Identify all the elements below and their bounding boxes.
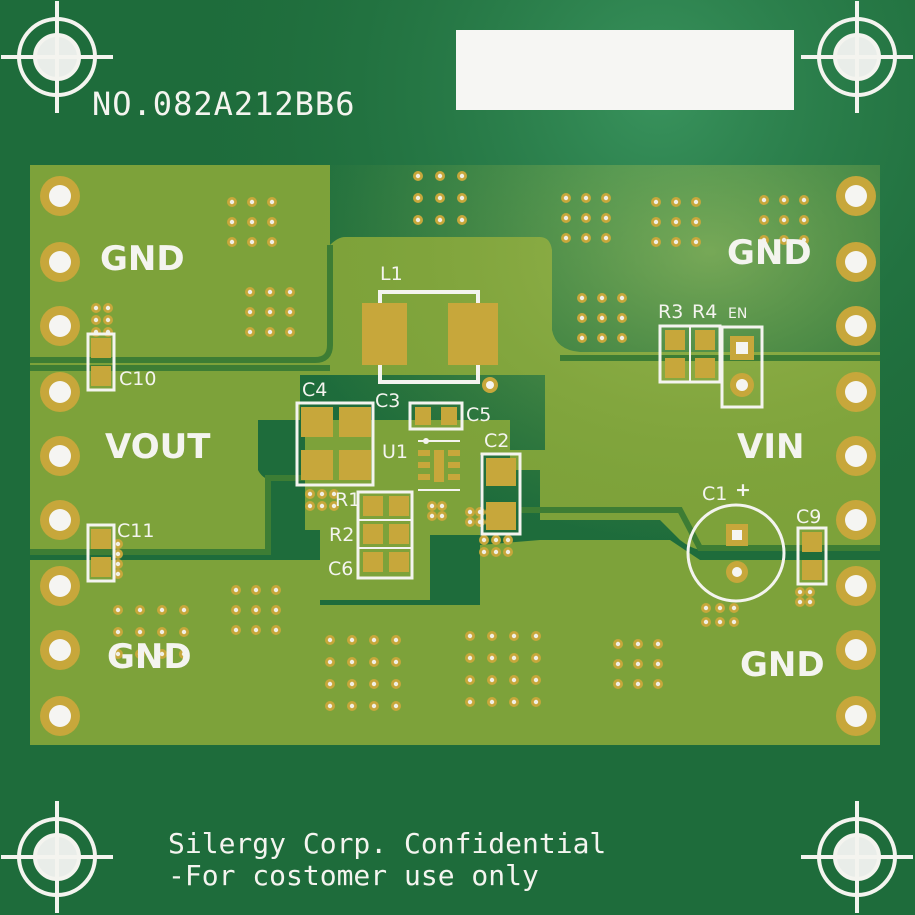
- ref-en: EN: [728, 306, 748, 322]
- ref-r2: R2: [329, 524, 355, 546]
- isolation-gaps: [30, 245, 880, 555]
- net-label-gnd-top-right: GND: [727, 233, 812, 273]
- footer-line-1: Silergy Corp. Confidential: [168, 827, 607, 860]
- ref-c1: C1: [702, 483, 728, 505]
- ref-c11: C11: [117, 520, 155, 542]
- header-pins-right: [836, 176, 876, 736]
- part-number: NO.082A212BB6: [92, 85, 356, 123]
- ref-r3: R3: [658, 301, 684, 323]
- net-label-gnd-top-left: GND: [100, 239, 185, 279]
- via-arrays: [91, 171, 815, 711]
- net-label-vout: VOUT: [105, 427, 211, 467]
- net-label-vin: VIN: [737, 427, 805, 467]
- capacitor-c3: [408, 401, 464, 431]
- en-jumper: [720, 325, 764, 409]
- capacitor-c1: [686, 503, 786, 603]
- net-label-gnd-bottom-left: GND: [107, 637, 192, 677]
- ref-c10: C10: [119, 368, 157, 390]
- header-pins-left: [40, 176, 80, 736]
- ic-u1: [418, 438, 460, 491]
- capacitor-c2: [480, 452, 522, 536]
- ref-u1: U1: [382, 441, 408, 463]
- ref-c5: C5: [466, 404, 492, 426]
- capacitor-c10: [86, 332, 116, 392]
- ref-r1: R1: [335, 489, 361, 511]
- blank-label-area: [456, 30, 794, 110]
- capacitor-c11: [86, 523, 116, 583]
- ref-r4: R4: [692, 301, 718, 323]
- c1-polarity-mark: +: [735, 479, 751, 501]
- resistors-r1-r2-c6: [356, 490, 414, 580]
- capacitor-c4: [295, 401, 375, 487]
- ref-c9: C9: [796, 506, 822, 528]
- inductor-l1: [362, 290, 498, 384]
- footer-line-2: -For costomer use only: [168, 859, 539, 892]
- ref-c4: C4: [302, 379, 328, 401]
- capacitor-c9: [796, 526, 828, 586]
- ref-c2: C2: [484, 430, 510, 452]
- ref-l1: L1: [380, 263, 403, 285]
- ref-c3: C3: [375, 390, 401, 412]
- ref-c6: C6: [328, 558, 354, 580]
- net-label-gnd-bottom-right: GND: [740, 645, 825, 685]
- resistors-r3-r4: [658, 324, 722, 384]
